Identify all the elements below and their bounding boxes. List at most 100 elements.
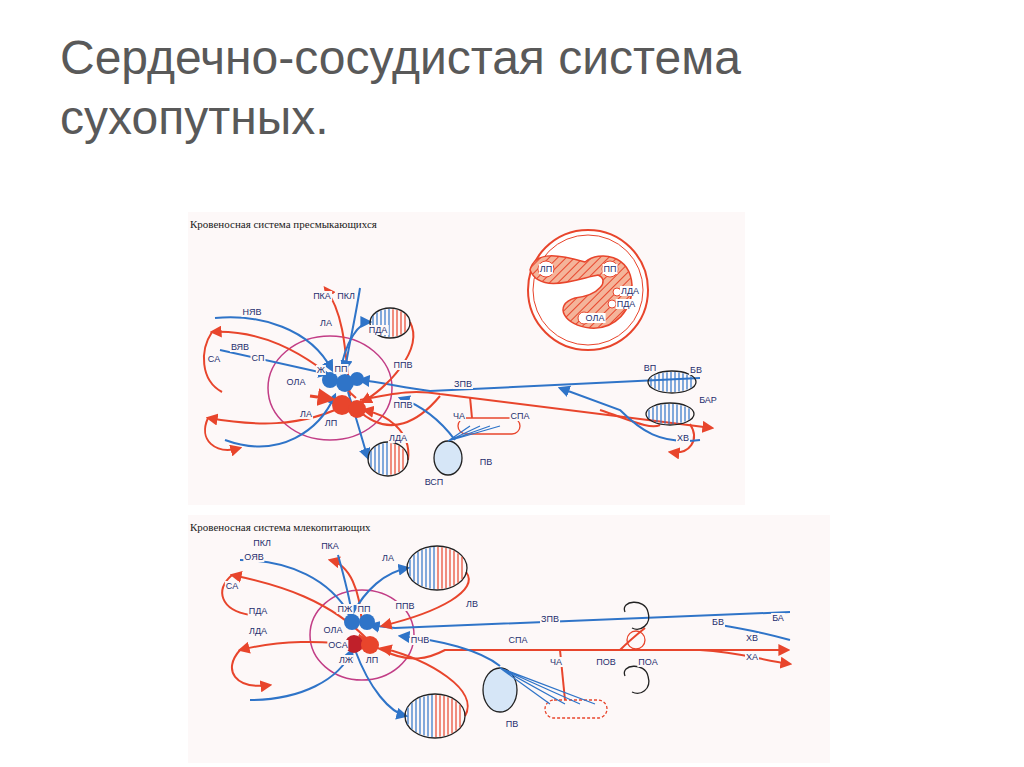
vessel-abbreviation: ЛДА: [248, 626, 268, 636]
vessel-abbreviation: БВ: [689, 365, 703, 375]
capillary-stroke: [435, 695, 436, 737]
vessel-abbreviation: ЛА: [319, 318, 333, 328]
capillary-stroke: [652, 407, 653, 421]
capillary-stroke: [662, 373, 663, 391]
capillary-stroke: [402, 449, 403, 469]
vessel-abbreviation: ПП: [603, 264, 618, 274]
capillary-stroke: [451, 699, 452, 733]
vessel-abbreviation: ОЯВ: [243, 552, 264, 562]
capillary-stroke: [457, 553, 458, 582]
capillary-stroke: [396, 310, 397, 336]
capillary-stroke: [660, 405, 661, 423]
capillary-stroke: [648, 410, 649, 419]
capillary-stroke: [411, 703, 412, 729]
capillary-stroke: [374, 447, 375, 471]
reptile-heart-section: [528, 230, 648, 350]
vessel-abbreviation: ППВ: [393, 400, 414, 410]
vessel-abbreviation: ПДА: [248, 606, 269, 616]
capillary-stroke: [666, 372, 667, 392]
vessel-abbreviation: СА: [207, 354, 221, 364]
vessel-abbreviation: ПП: [334, 364, 349, 374]
capillary-stroke: [455, 701, 456, 730]
vessel-abbreviation: ОЛА: [585, 313, 606, 323]
capillary-stroke: [443, 696, 444, 736]
reptile-organs: [368, 308, 696, 476]
vessel-abbreviation: ПКЛ: [252, 538, 272, 548]
capillary-stroke: [439, 695, 440, 736]
slide-title: Сердечно-сосудистая система сухопутных.: [60, 28, 900, 148]
vessel-abbreviation: ОЛА: [323, 625, 344, 635]
vessel-abbreviation: Ж: [316, 365, 326, 375]
capillary-stroke: [461, 557, 462, 579]
capillary-stroke: [421, 550, 422, 586]
capillary-stroke: [423, 697, 424, 736]
vessel-abbreviation: ЛА: [381, 553, 395, 563]
capillary-stroke: [680, 405, 681, 423]
capillary-stroke: [404, 314, 405, 332]
vessel-abbreviation: ВСП: [424, 477, 445, 487]
capillary-stroke: [674, 372, 675, 392]
vessel-abbreviation: СПА: [510, 411, 531, 421]
vessel-abbreviation: ПВ: [479, 457, 493, 467]
vessel-abbreviation: СА: [225, 581, 239, 591]
vessel-abbreviation: ОЛА: [286, 377, 307, 387]
vessel-abbreviation: ЛА: [299, 409, 313, 419]
vessel-abbreviation: БАР: [698, 395, 718, 405]
capillary-stroke: [686, 374, 687, 389]
capillary-stroke: [672, 404, 673, 424]
capillary-stroke: [413, 555, 414, 581]
vessel-abbreviation: ПП: [357, 604, 372, 614]
vessel-abbreviation: ППВ: [393, 360, 414, 370]
panel-heading: Кровеносная система пресмыкающихся: [190, 218, 377, 230]
capillary-stroke: [407, 707, 408, 724]
lung-capillaries: [371, 309, 691, 737]
capillary-stroke: [427, 696, 428, 737]
vessel-abbreviation: ПОА: [637, 657, 658, 667]
vessel-abbreviation: ЗПВ: [540, 614, 560, 624]
capillary-stroke: [447, 697, 448, 735]
vessel-abbreviation: ХВ: [745, 633, 759, 643]
capillary-stroke: [419, 698, 420, 734]
vessel-abbreviation: ПЧВ: [410, 635, 430, 645]
capillary-stroke: [690, 376, 691, 387]
vessel-abbreviation: СП: [251, 353, 266, 363]
vessel-abbreviation: СПА: [508, 635, 529, 645]
capillary-stroke: [429, 548, 430, 589]
vessel-abbreviation: ЛВ: [465, 599, 479, 609]
vessel-abbreviation: ПЖ: [337, 604, 354, 614]
capillary-stroke: [409, 559, 410, 576]
capillary-stroke: [682, 373, 683, 391]
capillary-stroke: [390, 443, 391, 475]
capillary-stroke: [394, 444, 395, 474]
capillary-stroke: [445, 548, 446, 588]
vessel-abbreviation: НЯВ: [241, 307, 262, 317]
vessel-abbreviation: ПКЛ: [336, 291, 356, 301]
vessel-abbreviation: ВЯВ: [230, 342, 250, 352]
vessel-abbreviation: ЛП: [365, 655, 379, 665]
capillary-stroke: [650, 378, 651, 387]
capillary-stroke: [415, 700, 416, 732]
vessel-abbreviation: ЗПВ: [453, 379, 473, 389]
capillary-stroke: [459, 705, 460, 727]
capillary-stroke: [382, 444, 383, 475]
diagram-panel: Кровеносная система пресмыкающихся: [188, 212, 745, 505]
vessel-abbreviation: ПКА: [312, 291, 332, 301]
capillary-stroke: [684, 406, 685, 421]
vessel-abbreviation: ПКА: [320, 541, 340, 551]
capillary-stroke: [678, 372, 679, 391]
vessel-abbreviation: ЛП: [539, 264, 553, 274]
vessel-abbreviation: ПДА: [368, 325, 389, 335]
capillary-stroke: [431, 695, 432, 737]
capillary-stroke: [392, 309, 393, 337]
vessel-abbreviation: ЧА: [549, 657, 563, 667]
capillary-stroke: [453, 551, 454, 585]
capillary-stroke: [676, 404, 677, 423]
capillary-stroke: [386, 443, 387, 475]
vessel-abbreviation: ВП: [643, 363, 657, 373]
vessel-abbreviation: ХА: [745, 652, 759, 662]
vessel-abbreviation: ХВ: [676, 433, 690, 443]
capillary-stroke: [656, 406, 657, 422]
capillary-stroke: [654, 375, 655, 389]
capillary-stroke: [441, 547, 442, 588]
vessel-abbreviation: ЛДА: [388, 433, 408, 443]
